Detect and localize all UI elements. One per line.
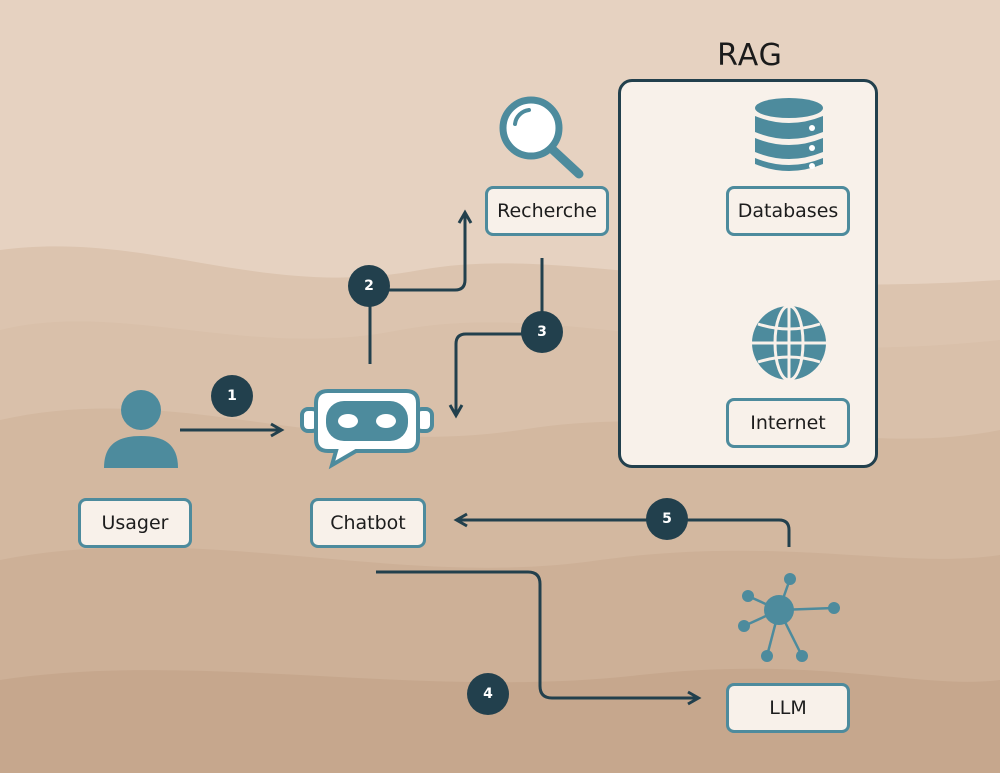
step-badge-1: 1: [211, 375, 253, 417]
rag-title: RAG: [717, 38, 783, 73]
magnifier-icon: [499, 96, 584, 179]
arrow-chatbot-llm: [376, 570, 702, 706]
node-usager: Usager: [78, 498, 192, 548]
step-badge-5: 5: [646, 498, 688, 540]
arrow-chatbot-recherche: [368, 209, 473, 364]
node-llm: LLM: [726, 683, 850, 733]
node-databases: Databases: [726, 186, 850, 236]
node-chatbot: Chatbot: [310, 498, 426, 548]
user-icon: [104, 390, 178, 468]
step-badge-2: 2: [348, 265, 390, 307]
chatbot-icon: [300, 389, 434, 470]
node-internet: Internet: [726, 398, 850, 448]
database-icon: [755, 98, 823, 171]
arrow-recherche-chatbot: [448, 258, 544, 419]
step-badge-3: 3: [521, 311, 563, 353]
node-recherche: Recherche: [485, 186, 609, 236]
network-icon: [738, 573, 840, 662]
globe-icon: [752, 304, 826, 382]
step-badge-4: 4: [467, 673, 509, 715]
arrow-llm-chatbot: [453, 512, 791, 547]
